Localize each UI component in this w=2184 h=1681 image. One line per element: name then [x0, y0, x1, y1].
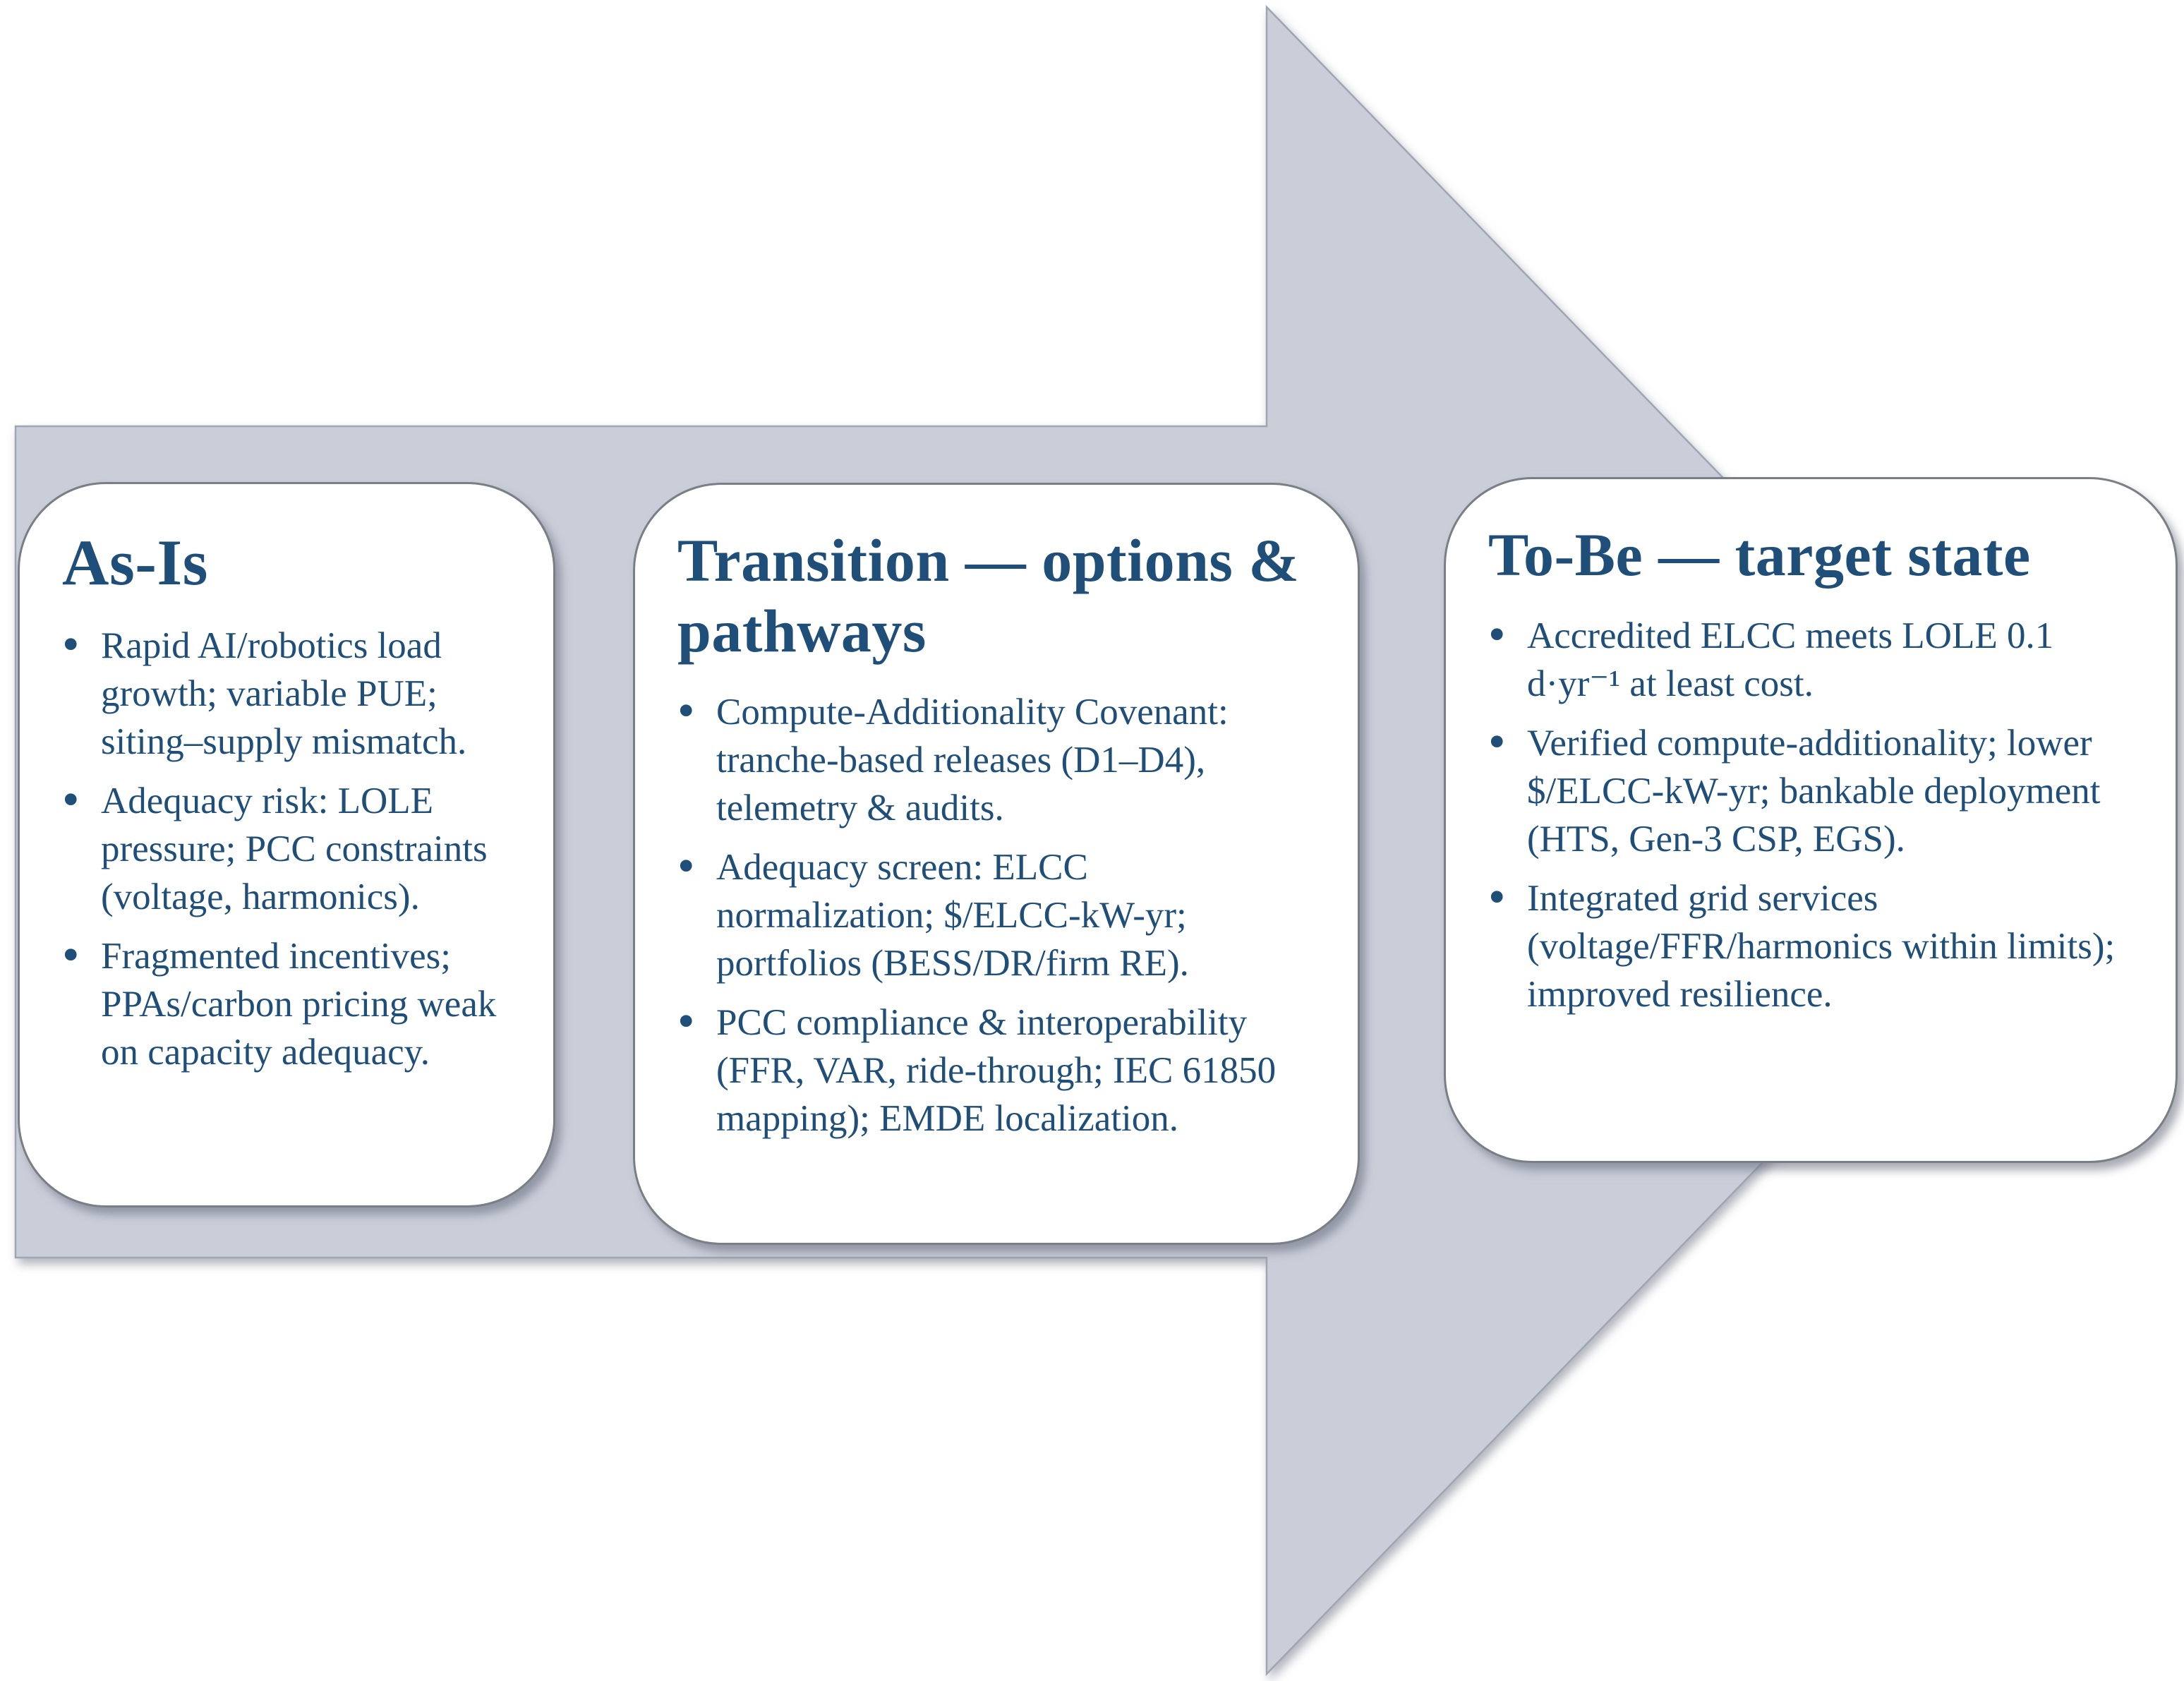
- bullet-icon: •: [677, 683, 695, 738]
- list-item: • Adequacy screen: ELCC normalization; $…: [677, 838, 1308, 987]
- bullet-text: PCC compliance & interoperability (FFR, …: [716, 1001, 1277, 1139]
- card-as-is: As-Is • Rapid AI/robotics load growth; v…: [18, 482, 555, 1207]
- list-item: • PCC compliance & interoperability (FFR…: [677, 994, 1308, 1143]
- bullet-icon: •: [1488, 869, 1506, 924]
- bullet-icon: •: [62, 772, 80, 827]
- bullet-text: Integrated grid services (voltage/FFR/ha…: [1527, 877, 2116, 1015]
- list-item: • Compute-Additionality Covenant: tranch…: [677, 683, 1308, 832]
- bullet-icon: •: [62, 617, 80, 672]
- list-item: • Verified compute-additionality; lower …: [1488, 714, 2126, 863]
- card-transition: Transition — options & pathways • Comput…: [633, 483, 1360, 1245]
- list-item: • Accredited ELCC meets LOLE 0.1 d·yr⁻¹ …: [1488, 607, 2126, 708]
- bullet-text: Compute-Additionality Covenant: tranche-…: [716, 691, 1229, 829]
- bullet-icon: •: [677, 838, 695, 893]
- bullet-icon: •: [1488, 714, 1506, 769]
- bullet-list-transition: • Compute-Additionality Covenant: tranch…: [677, 683, 1308, 1143]
- bullet-text: Adequacy screen: ELCC normalization; $/E…: [716, 846, 1189, 984]
- card-title-as-is: As-Is: [62, 526, 208, 598]
- bullet-text: Accredited ELCC meets LOLE 0.1 d·yr⁻¹ at…: [1527, 615, 2054, 704]
- bullet-text: Fragmented incentives; PPAs/carbon prici…: [101, 935, 497, 1073]
- list-item: • Rapid AI/robotics load growth; variabl…: [62, 617, 504, 766]
- bullet-list-as-is: • Rapid AI/robotics load growth; variabl…: [62, 617, 504, 1076]
- bullet-list-to-be: • Accredited ELCC meets LOLE 0.1 d·yr⁻¹ …: [1488, 607, 2126, 1018]
- list-item: • Integrated grid services (voltage/FFR/…: [1488, 869, 2126, 1018]
- bullet-text: Verified compute-additionality; lower $/…: [1527, 722, 2101, 860]
- bullet-icon: •: [677, 994, 695, 1049]
- bullet-text: Adequacy risk: LOLE pressure; PCC constr…: [101, 780, 488, 917]
- card-title-to-be: To-Be — target state: [1488, 521, 2031, 589]
- card-title-transition: Transition — options & pathways: [677, 526, 1300, 665]
- bullet-icon: •: [1488, 607, 1506, 662]
- list-item: • Adequacy risk: LOLE pressure; PCC cons…: [62, 772, 504, 921]
- bullet-text: Rapid AI/robotics load growth; variable …: [101, 625, 467, 762]
- bullet-icon: •: [62, 927, 80, 982]
- card-to-be: To-Be — target state • Accredited ELCC m…: [1444, 477, 2178, 1163]
- list-item: • Fragmented incentives; PPAs/carbon pri…: [62, 927, 504, 1076]
